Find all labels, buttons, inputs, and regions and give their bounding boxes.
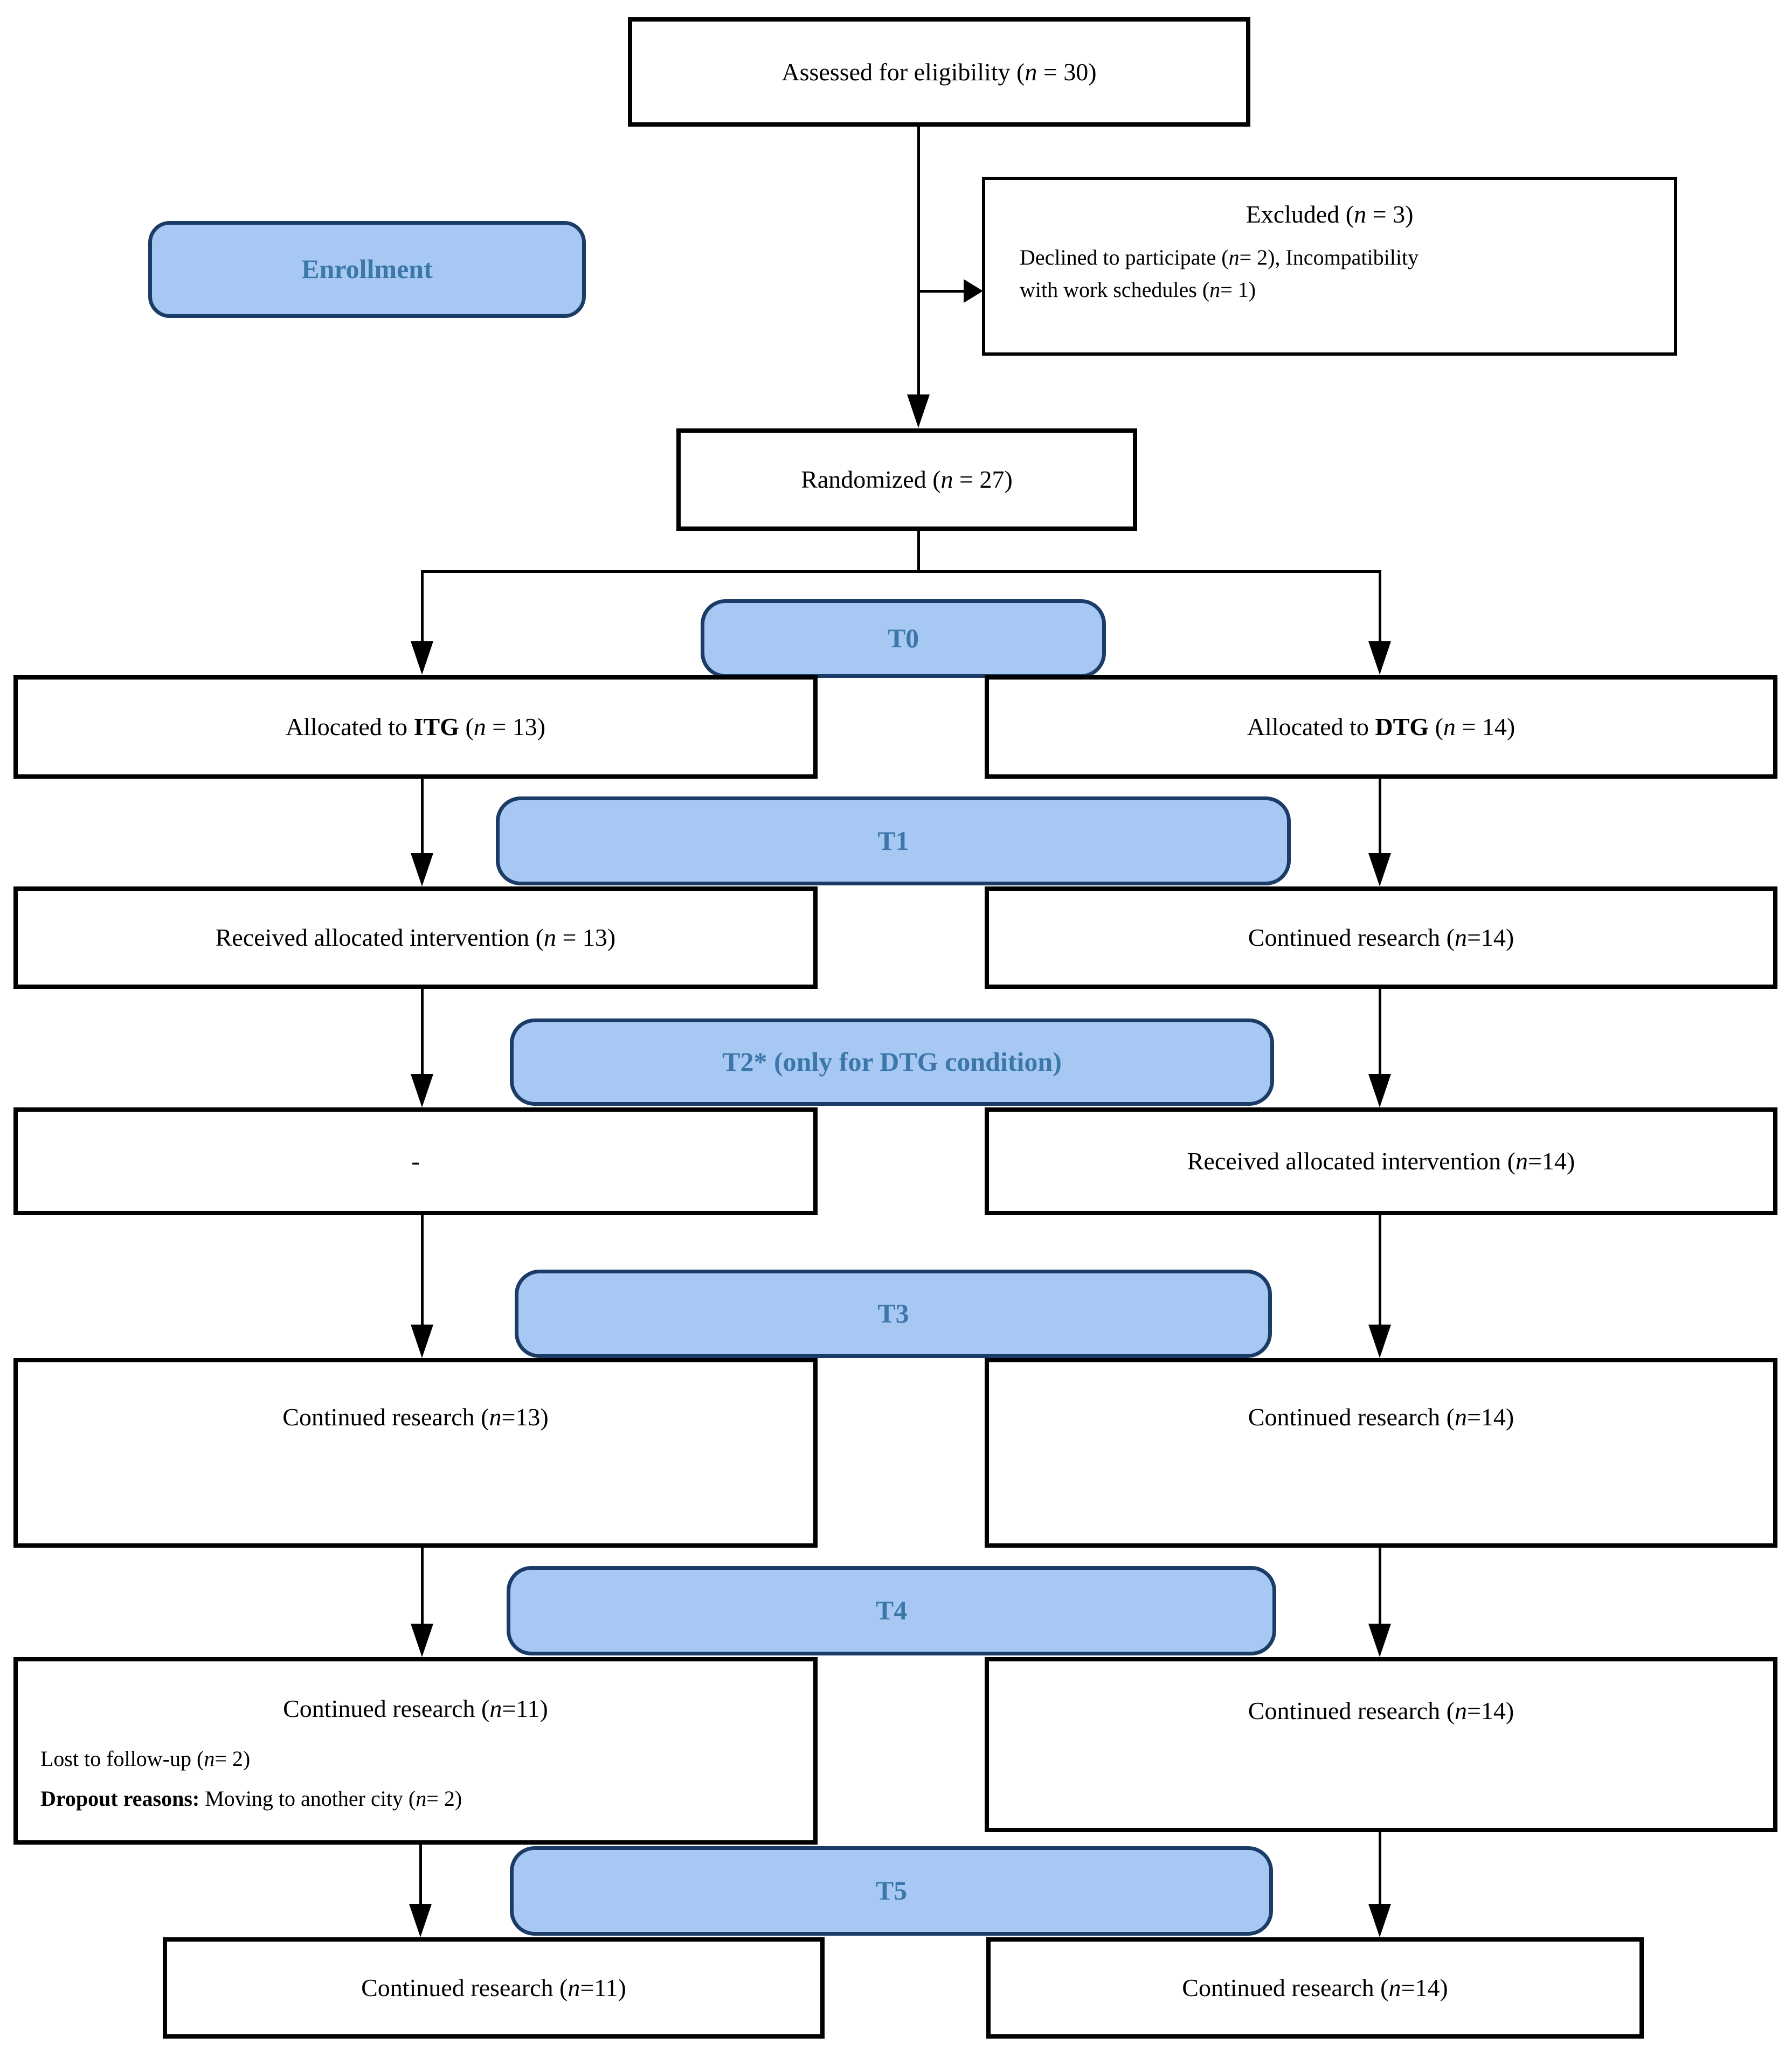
connector-itg-r2: [421, 989, 424, 1074]
continued-research-dtg-t4-box: Continued research (n=14): [985, 1657, 1777, 1832]
timepoint-pill-t2: T2* (only for DTG condition): [510, 1018, 1274, 1106]
received-intervention-dtg-label: Received allocated intervention (n=14): [1187, 1147, 1575, 1175]
connector-itg-r1: [421, 779, 424, 853]
arrowhead-branch-left: [411, 641, 433, 675]
allocated-itg-box: Allocated to ITG (n = 13): [13, 675, 818, 779]
arrowhead-itg-r4: [411, 1624, 433, 1657]
timepoint-t1-label: T1: [877, 825, 909, 856]
excluded-title: Excluded (n = 3): [1246, 200, 1414, 228]
assessed-eligibility-box: Assessed for eligibility (n = 30): [628, 17, 1250, 127]
arrowhead-itg-r2: [411, 1074, 433, 1107]
connector-branch-right: [1379, 570, 1381, 641]
timepoint-pill-t5: T5: [510, 1846, 1273, 1936]
timepoint-pill-t3: T3: [515, 1270, 1272, 1358]
timepoint-t4-label: T4: [875, 1595, 908, 1626]
connector-itg-r3: [421, 1215, 424, 1325]
received-intervention-itg-box: Received allocated intervention (n = 13): [13, 886, 818, 989]
itg-placeholder-dash: -: [411, 1147, 420, 1175]
timepoint-pill-t4: T4: [507, 1566, 1276, 1655]
connector-dtg-r3: [1379, 1215, 1381, 1325]
continued-research-itg-t4-label: Continued research (n=11): [283, 1695, 548, 1722]
connector-to-excluded: [917, 290, 965, 293]
continued-research-itg-t3-box: Continued research (n=13): [13, 1358, 818, 1548]
continued-research-dtg-t1-box: Continued research (n=14): [985, 886, 1777, 989]
arrowhead-dtg-r2: [1368, 1074, 1391, 1107]
continued-research-dtg-t3-label: Continued research (n=14): [1248, 1403, 1514, 1431]
continued-research-itg-t4-box: Continued research (n=11) Lost to follow…: [13, 1657, 818, 1845]
continued-research-itg-t3-label: Continued research (n=13): [282, 1403, 549, 1431]
lost-to-follow-up-text: Lost to follow-up (n= 2): [40, 1746, 251, 1771]
arrowhead-to-excluded: [964, 279, 983, 303]
dropout-reasons-text: Dropout reasons: Moving to another city …: [40, 1786, 462, 1811]
connector-dtg-r2: [1379, 989, 1381, 1074]
timepoint-t3-label: T3: [877, 1298, 909, 1329]
arrowhead-itg-r1: [411, 853, 433, 886]
connector-dtg-r5: [1379, 1832, 1381, 1904]
itg-placeholder-box: -: [13, 1107, 818, 1215]
connector-branch-left: [421, 570, 424, 641]
timepoint-t0-label: T0: [887, 623, 919, 654]
received-intervention-dtg-box: Received allocated intervention (n=14): [985, 1107, 1777, 1215]
continued-research-itg-t5-label: Continued research (n=11): [361, 1974, 626, 2002]
connector-branch-line: [421, 570, 1381, 573]
connector-dtg-r4: [1379, 1548, 1381, 1624]
allocated-dtg-box: Allocated to DTG (n = 14): [985, 675, 1777, 779]
continued-research-dtg-t4-label: Continued research (n=14): [1248, 1697, 1514, 1724]
arrowhead-branch-right: [1368, 641, 1391, 675]
timepoint-pill-t0: T0: [701, 599, 1106, 678]
connector-itg-r5: [419, 1845, 422, 1904]
connector-dtg-r1: [1379, 779, 1381, 853]
connector-assessed-to-randomized: [917, 127, 920, 399]
excluded-box: Excluded (n = 3) Declined to participate…: [982, 177, 1677, 356]
randomized-box: Randomized (n = 27): [676, 428, 1137, 531]
continued-research-dtg-t1-label: Continued research (n=14): [1248, 924, 1514, 952]
continued-research-dtg-t5-label: Continued research (n=14): [1182, 1974, 1448, 2002]
arrowhead-dtg-r4: [1368, 1624, 1391, 1657]
arrowhead-dtg-r5: [1368, 1904, 1391, 1937]
connector-randomized-stub: [917, 531, 920, 571]
arrowhead-itg-r3: [411, 1325, 433, 1358]
enrollment-pill: Enrollment: [148, 221, 586, 318]
randomized-label: Randomized (n = 27): [801, 466, 1013, 494]
continued-research-itg-t5-box: Continued research (n=11): [163, 1937, 825, 2039]
allocated-itg-label: Allocated to ITG (n = 13): [285, 713, 546, 741]
enrollment-label: Enrollment: [301, 254, 433, 285]
excluded-reason-line1: Declined to participate (n= 2), Incompat…: [1020, 245, 1419, 269]
arrowhead-to-randomized: [907, 394, 930, 428]
connector-itg-r4: [421, 1548, 424, 1624]
arrowhead-dtg-r1: [1368, 853, 1391, 886]
allocated-dtg-label: Allocated to DTG (n = 14): [1247, 713, 1516, 741]
received-intervention-itg-label: Received allocated intervention (n = 13): [215, 924, 616, 952]
assessed-eligibility-label: Assessed for eligibility (n = 30): [781, 58, 1097, 86]
timepoint-pill-t1: T1: [496, 796, 1291, 885]
arrowhead-itg-r5: [409, 1904, 432, 1937]
timepoint-t5-label: T5: [875, 1875, 908, 1906]
continued-research-dtg-t5-box: Continued research (n=14): [986, 1937, 1644, 2039]
arrowhead-dtg-r3: [1368, 1325, 1391, 1358]
timepoint-t2-label: T2* (only for DTG condition): [722, 1047, 1062, 1077]
excluded-reason-line2: with work schedules (n= 1): [1020, 277, 1256, 302]
continued-research-dtg-t3-box: Continued research (n=14): [985, 1358, 1777, 1548]
